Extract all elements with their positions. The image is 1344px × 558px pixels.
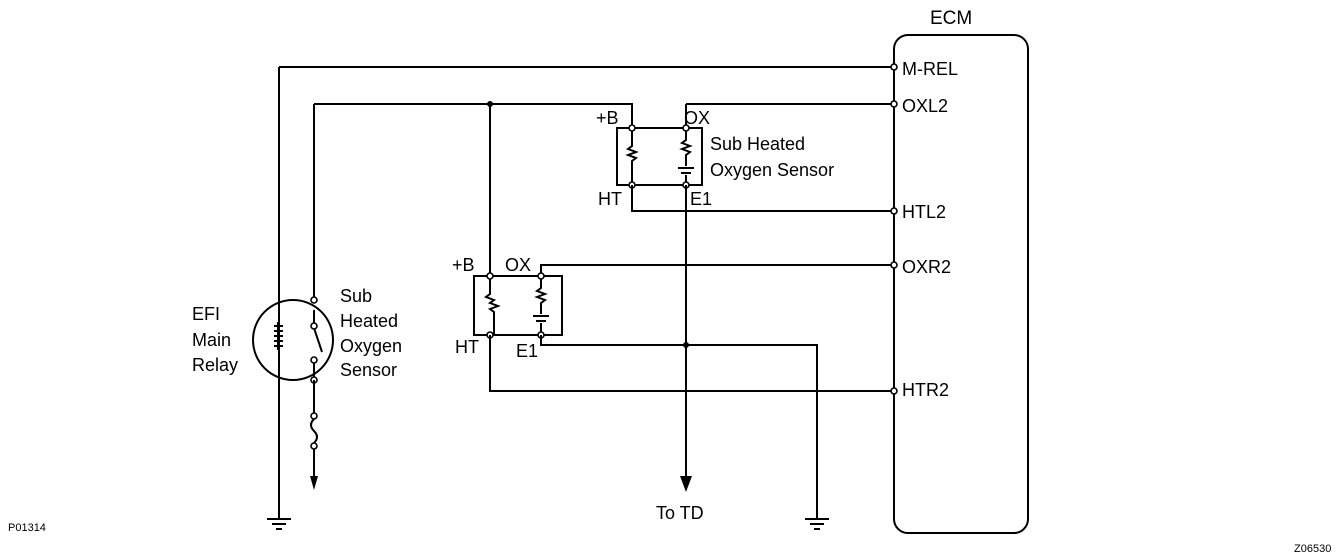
relay-label-2: Main [192,330,231,350]
ecm-terminal-oxr2: OXR2 [902,257,951,277]
wire-htl2 [631,185,894,212]
sensor-left-ox-label: OX [684,108,710,128]
sensor-right-ox-label: OX [505,255,531,275]
pin-right-ox [537,272,545,280]
terminal-oxr2 [890,261,898,269]
fuse-pin-top [310,412,318,420]
relay-switch-pin-low [310,356,318,364]
figure-code-left: P01314 [8,522,46,534]
ecm-terminal-m-rel: M-REL [902,59,958,79]
sensor-right-e1-label: E1 [516,341,538,361]
wire-right-e1-ground [540,335,818,518]
side-sensor-label-2: Heated [340,311,398,331]
ecm-title: ECM [930,8,972,29]
pin-left-plus-b [628,124,636,132]
sensor-left-element [678,128,694,185]
ground-symbol-sensor [805,518,829,530]
sensor-left-box [616,127,703,186]
sensor-left-plus-b-label: +B [596,108,619,128]
relay-switch-pin-top [310,296,318,304]
fuse-symbol [310,418,318,444]
ecm-terminal-htl2: HTL2 [902,202,946,222]
sensor-right-heater [483,276,501,335]
battery-arrow [310,476,318,490]
wire-htr2 [489,335,894,392]
side-sensor-label-1: Sub [340,286,372,306]
wire-relay-output-bus [314,103,633,128]
relay-label-1: EFI [192,304,220,324]
terminal-oxl2 [890,100,898,108]
sensor-right-box [473,275,563,336]
sensor-right-plus-b-label: +B [452,255,475,275]
terminal-htl2 [890,207,898,215]
ecm-terminal-htr2: HTR2 [902,380,949,400]
side-sensor-label-4: Sensor [340,360,397,380]
sensor-left-e1-label: E1 [690,189,712,209]
ecm-terminal-oxl2: OXL2 [902,96,948,116]
fuse-pin-bottom [310,442,318,450]
sensor-right-ht-label: HT [455,337,479,357]
terminal-htr2 [890,387,898,395]
relay-label-3: Relay [192,355,238,375]
ground-symbol-relay [267,518,291,530]
terminal-m-rel [890,63,898,71]
ecm-box [893,34,1029,534]
relay-coil-symbol [274,322,283,350]
sensor-right-element [533,276,549,335]
sensor-left-name-2: Oxygen Sensor [710,160,834,180]
arrow-to-td [680,476,692,492]
to-td-label: To TD [656,503,704,523]
wire-oxr2 [540,264,894,276]
side-sensor-label-3: Oxygen [340,336,402,356]
relay-switch-pin-mid [310,322,318,330]
pin-right-plus-b [486,272,494,280]
sensor-left-ht-label: HT [598,189,622,209]
relay-circle [252,299,334,381]
sensor-left-name-1: Sub Heated [710,134,805,154]
pin-left-ox [682,124,690,132]
junction-bus [487,101,493,107]
figure-code-right: Z06530 [1294,543,1331,555]
junction-e1 [683,342,689,348]
sensor-left-heater [625,128,639,185]
